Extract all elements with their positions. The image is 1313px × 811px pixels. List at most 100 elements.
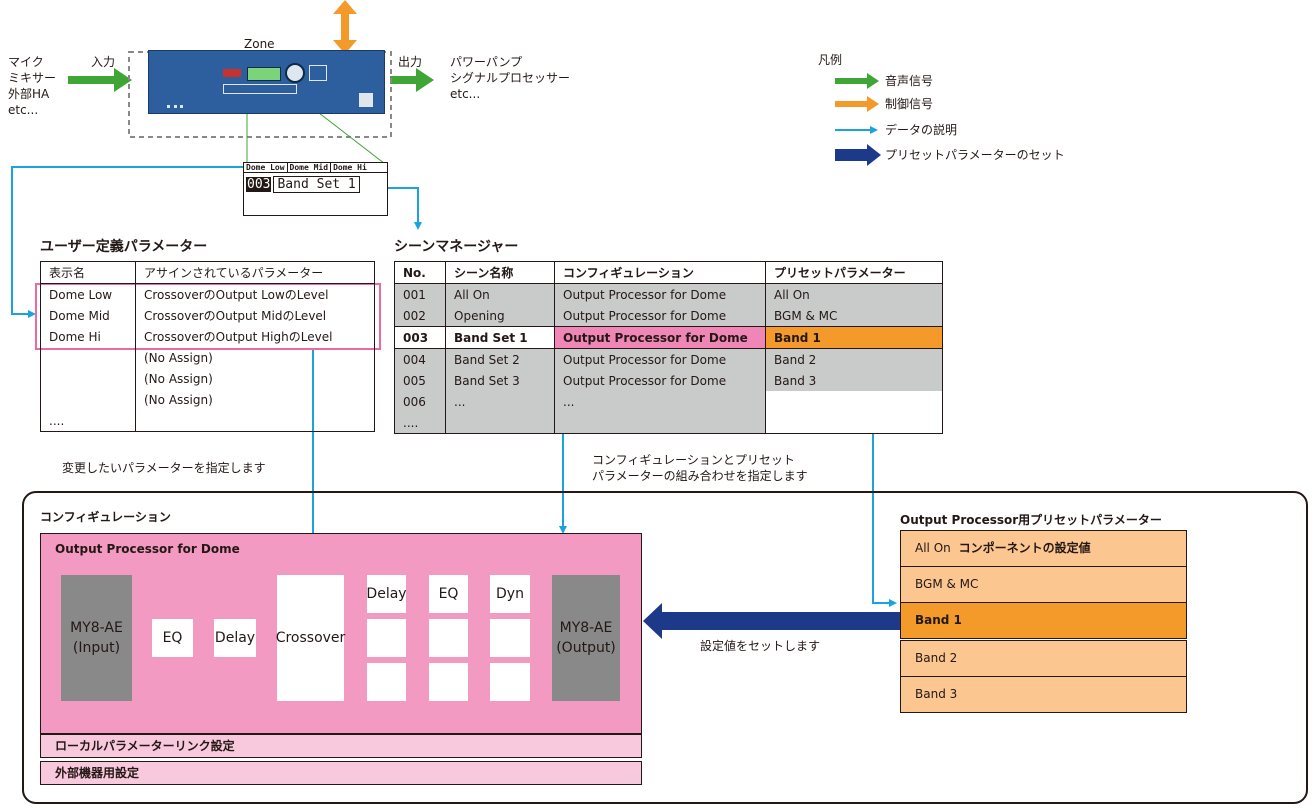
legend-title: 凡例 (818, 53, 843, 67)
out-dyn-block[interactable]: Dyn (490, 575, 530, 613)
control-signal-arrow (333, 0, 357, 54)
cell: 001 (394, 283, 446, 305)
preset-set-note: 設定値をセットします (700, 639, 821, 653)
output-destinations: パワーパンプ シグナルプロセッサー etc... (450, 55, 571, 101)
cell-configuration-selected: Output Processor for Dome (554, 326, 766, 349)
zone-label: Zone (244, 37, 275, 51)
cell: Output Processor for Dome (554, 283, 766, 305)
header-configuration: コンフィギュレーション (554, 261, 766, 284)
input-block[interactable]: MY8-AE (Input) (61, 575, 132, 701)
cell: 006 (394, 391, 446, 412)
cell: Output Processor for Dome (554, 305, 766, 327)
preset-item-all-on[interactable]: All On コンポーネントの設定値 (900, 530, 1187, 567)
preset-item[interactable]: Band 3 (900, 676, 1187, 713)
device-vent (167, 99, 183, 108)
out-delay-block[interactable]: Delay (366, 575, 407, 613)
empty-block (429, 619, 468, 657)
table-row: (No Assign) (40, 347, 375, 368)
cell: (No Assign) (135, 368, 375, 389)
lcd-scene-name: Band Set 1 (273, 176, 360, 193)
lcd-scene-number: 003 (246, 177, 272, 192)
cell: Band Set 3 (445, 370, 555, 391)
input-sources: マイク ミキサー 外部HA etc... (8, 55, 57, 117)
empty-block (490, 663, 530, 701)
delay-block[interactable]: Delay (214, 619, 256, 657)
empty-block (367, 663, 406, 701)
crossover-block[interactable]: Crossover (276, 575, 345, 701)
presets-title: Output Processor用プリセットパラメーター (900, 513, 1162, 527)
out-eq-block[interactable]: EQ (429, 575, 468, 613)
empty-block (490, 619, 530, 657)
cell: Band Set 1 (445, 326, 555, 349)
device-dpad (309, 65, 327, 81)
preset-item-label: All On (915, 541, 951, 555)
legend-preset-label: プリセットパラメーターのセット (885, 148, 1065, 162)
preset-item-note: コンポーネントの設定値 (958, 541, 1091, 555)
table-row[interactable]: 006...... (394, 391, 943, 412)
cell: Dome Low (40, 283, 136, 305)
legend-preset-arrow (835, 144, 881, 166)
configuration-name: Output Processor for Dome (55, 542, 240, 556)
legend-data-arrow (835, 126, 878, 134)
legend-control-arrow (835, 96, 879, 112)
user-defined-note: 変更したいパラメーターを指定します (62, 461, 266, 475)
cell: .... (40, 410, 136, 432)
cell (40, 389, 136, 410)
legend-audio-label: 音声信号 (885, 74, 934, 88)
lcd-scene-line: 003 Band Set 1 (244, 173, 387, 196)
cell (135, 410, 375, 432)
cell: 005 (394, 370, 446, 391)
cell: .... (394, 412, 446, 434)
legend-audio-arrow (835, 73, 879, 89)
header-scene-name: シーン名称 (445, 261, 555, 284)
preset-item-selected[interactable]: Band 1 (900, 602, 1187, 639)
lcd-tab-dome-low: Dome Low (244, 163, 288, 172)
input-signal-arrow (68, 68, 132, 92)
preset-item[interactable]: Band 2 (900, 640, 1187, 677)
table-row: (No Assign) (40, 389, 375, 410)
preset-set-arrow (643, 603, 900, 639)
cell (765, 391, 943, 412)
external-device-band[interactable]: 外部機器用設定 (40, 761, 642, 785)
empty-block (429, 663, 468, 701)
preset-item[interactable]: BGM & MC (900, 566, 1187, 603)
configuration-title: コンフィギュレーション (40, 510, 171, 524)
cell: Output Processor for Dome (554, 348, 766, 370)
table-header-row: No. シーン名称 コンフィギュレーション プリセットパラメーター (394, 261, 943, 284)
cell-preset-selected: Band 1 (765, 326, 943, 349)
output-signal-arrow (390, 68, 434, 92)
device-meter (223, 69, 241, 77)
cell: Dome Mid (40, 305, 136, 326)
device-knob (285, 63, 305, 83)
cell: 002 (394, 305, 446, 327)
cell: (No Assign) (135, 347, 375, 368)
scene-manager-note: コンフィギュレーションとプリセット パラメーターの組み合わせを指定します (592, 453, 808, 483)
lcd-panel: Dome Low Dome Mid Dome Hi 003 Band Set 1 (243, 162, 388, 216)
table-row: (No Assign) (40, 368, 375, 389)
header-assigned-param: アサインされているパラメーター (135, 261, 375, 284)
local-parameter-link-band[interactable]: ローカルパラメーターリンク設定 (40, 734, 642, 758)
scene-manager-title: シーンマネージャー (394, 239, 519, 255)
cell (445, 412, 555, 434)
legend-control-label: 制御信号 (885, 97, 934, 111)
eq-block[interactable]: EQ (152, 619, 193, 657)
output-label: 出力 (398, 55, 423, 69)
lcd-tab-dome-mid: Dome Mid (288, 163, 332, 172)
cell: Output Processor for Dome (554, 370, 766, 391)
cell: Band 3 (765, 370, 943, 391)
output-block[interactable]: MY8-AE (Output) (552, 575, 620, 701)
device-power (359, 93, 373, 107)
cell: (No Assign) (135, 389, 375, 410)
cell (40, 347, 136, 368)
table-row[interactable]: .... (394, 412, 943, 434)
cell (554, 412, 766, 434)
